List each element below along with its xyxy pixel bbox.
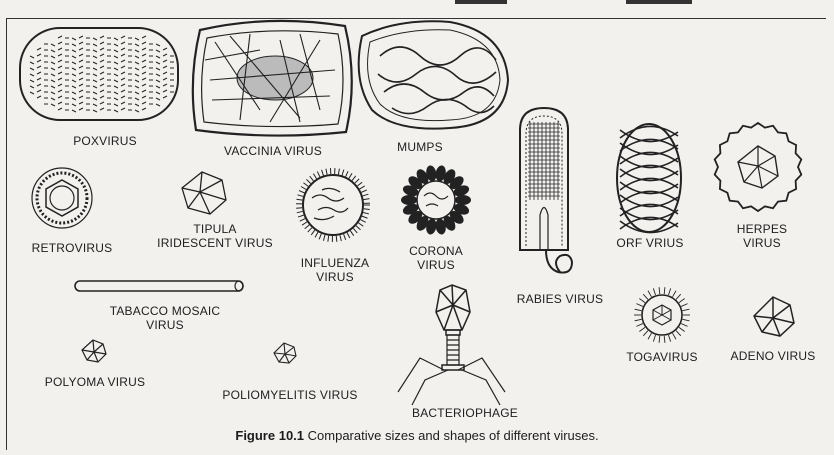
rabies-virus-drawing bbox=[520, 108, 572, 273]
influenza-virus-drawing bbox=[296, 168, 370, 242]
label-togavirus: TOGAVIRUS bbox=[612, 350, 712, 364]
caption-number: Figure 10.1 bbox=[235, 428, 304, 443]
bacteriophage-drawing bbox=[398, 285, 505, 405]
tipula-iridescent-virus-drawing bbox=[182, 172, 226, 214]
figure-caption: Figure 10.1 Comparative sizes and shapes… bbox=[0, 428, 834, 443]
label-poxvirus: POXVIRUS bbox=[55, 134, 155, 148]
caption-text: Comparative sizes and shapes of differen… bbox=[308, 428, 599, 443]
poxvirus-drawing bbox=[20, 28, 178, 120]
label-polyoma-virus: POLYOMA VIRUS bbox=[30, 375, 160, 389]
orf-virus-drawing bbox=[617, 124, 681, 233]
label-influenza-virus: INFLUENZA VIRUS bbox=[290, 256, 380, 284]
label-bacteriophage: BACTERIOPHAGE bbox=[395, 406, 535, 420]
adeno-virus-drawing bbox=[754, 297, 794, 336]
vaccinia-virus-drawing bbox=[193, 21, 352, 136]
label-mumps: MUMPS bbox=[380, 140, 460, 154]
label-herpes-virus: HERPES VIRUS bbox=[712, 222, 812, 250]
corona-virus-drawing bbox=[401, 165, 471, 236]
label-retrovirus: RETROVIRUS bbox=[22, 241, 122, 255]
label-adeno-virus: ADENO VIRUS bbox=[718, 349, 828, 363]
label-orf-virus: ORF VRIUS bbox=[600, 236, 700, 250]
poliomyelitis-virus-drawing bbox=[274, 343, 296, 363]
retrovirus-drawing bbox=[32, 168, 92, 228]
label-poliomyelitis-virus: POLIOMYELITIS VIRUS bbox=[205, 388, 375, 402]
tabacco-mosaic-virus-drawing bbox=[75, 281, 243, 291]
label-vaccinia-virus: VACCINIA VIRUS bbox=[208, 144, 338, 158]
herpes-virus-drawing bbox=[715, 123, 802, 211]
label-tabacco-mosaic-virus: TABACCO MOSAIC VIRUS bbox=[80, 304, 250, 332]
label-corona-virus: CORONA VIRUS bbox=[396, 244, 476, 272]
togavirus-drawing bbox=[634, 287, 690, 343]
polyoma-virus-drawing bbox=[82, 340, 106, 362]
label-rabies-virus: RABIES VIRUS bbox=[500, 292, 620, 306]
mumps-drawing bbox=[359, 21, 508, 128]
label-tipula-iridescent-virus: TIPULA IRIDESCENT VIRUS bbox=[145, 222, 285, 250]
